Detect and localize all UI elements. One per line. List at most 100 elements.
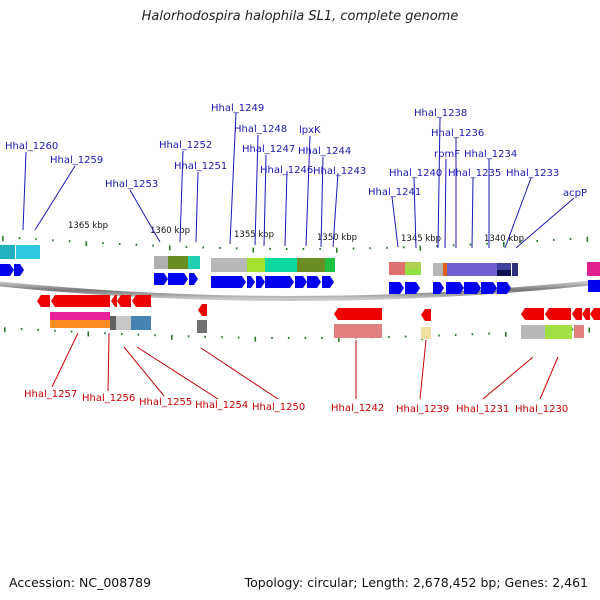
scale-tick bbox=[70, 330, 73, 333]
reverse-gene[interactable] bbox=[198, 304, 207, 316]
gene-label-hhal-1257[interactable]: Hhal_1257 bbox=[24, 389, 77, 400]
gene-label-hhal-1235[interactable]: Hhal_1235 bbox=[448, 168, 501, 179]
feature-band[interactable] bbox=[405, 269, 421, 275]
gene-label-hhal-1260[interactable]: Hhal_1260 bbox=[5, 141, 58, 152]
feature-band[interactable] bbox=[50, 320, 110, 328]
gene-label-hhal-1238[interactable]: Hhal_1238 bbox=[414, 108, 467, 119]
forward-gene[interactable] bbox=[389, 282, 404, 294]
gene-label-hhal-1250[interactable]: Hhal_1250 bbox=[252, 402, 305, 413]
feature-band[interactable] bbox=[197, 320, 207, 333]
forward-gene[interactable] bbox=[405, 282, 420, 294]
gene-label-hhal-1240[interactable]: Hhal_1240 bbox=[389, 168, 442, 179]
feature-band[interactable] bbox=[154, 256, 168, 269]
gene-label-hhal-1234[interactable]: Hhal_1234 bbox=[464, 149, 517, 160]
reverse-gene[interactable] bbox=[590, 308, 600, 320]
feature-band[interactable] bbox=[247, 258, 265, 272]
reverse-gene[interactable] bbox=[334, 308, 382, 320]
forward-gene[interactable] bbox=[154, 273, 168, 285]
gene-label-hhal-1252[interactable]: Hhal_1252 bbox=[159, 140, 212, 151]
feature-band[interactable] bbox=[433, 263, 443, 276]
forward-gene[interactable] bbox=[189, 273, 198, 285]
feature-band[interactable] bbox=[334, 324, 382, 338]
forward-gene[interactable] bbox=[256, 276, 265, 288]
feature-band[interactable] bbox=[389, 262, 405, 275]
feature-band[interactable] bbox=[497, 263, 511, 270]
gene-label-hhal-1256[interactable]: Hhal_1256 bbox=[82, 393, 135, 404]
feature-band[interactable] bbox=[521, 325, 545, 339]
forward-gene[interactable] bbox=[265, 276, 294, 288]
gene-label-hhal-1251[interactable]: Hhal_1251 bbox=[174, 161, 227, 172]
scale-tick bbox=[120, 332, 123, 335]
gene-label-hhal-1253[interactable]: Hhal_1253 bbox=[105, 179, 158, 190]
gene-label-hhal-1247[interactable]: Hhal_1247 bbox=[242, 144, 295, 155]
feature-band[interactable] bbox=[443, 263, 447, 276]
scale-tick bbox=[436, 245, 438, 248]
gene-label-hhal-1231[interactable]: Hhal_1231 bbox=[456, 404, 509, 415]
feature-band[interactable] bbox=[587, 262, 600, 276]
feature-band[interactable] bbox=[265, 258, 297, 272]
forward-gene[interactable] bbox=[14, 264, 24, 276]
feature-band[interactable] bbox=[421, 327, 431, 339]
reverse-gene[interactable] bbox=[521, 308, 544, 320]
feature-band[interactable] bbox=[297, 258, 325, 272]
scale-tick bbox=[52, 239, 54, 242]
feature-band[interactable] bbox=[447, 263, 497, 276]
forward-gene[interactable] bbox=[433, 282, 444, 294]
gene-label-hhal-1230[interactable]: Hhal_1230 bbox=[515, 404, 568, 415]
gene-label-hhal-1244[interactable]: Hhal_1244 bbox=[298, 146, 351, 157]
gene-label-hhal-1255[interactable]: Hhal_1255 bbox=[139, 397, 192, 408]
feature-band[interactable] bbox=[512, 263, 518, 276]
feature-band[interactable] bbox=[110, 316, 116, 330]
feature-band[interactable] bbox=[50, 312, 110, 320]
gene-label-hhal-1241[interactable]: Hhal_1241 bbox=[368, 187, 421, 198]
feature-band[interactable] bbox=[325, 258, 335, 272]
gene-label-hhal-1243[interactable]: Hhal_1243 bbox=[313, 166, 366, 177]
forward-gene[interactable] bbox=[481, 282, 497, 294]
scale-tick bbox=[18, 237, 21, 240]
feature-band[interactable] bbox=[16, 245, 40, 259]
reverse-gene[interactable] bbox=[545, 308, 571, 320]
feature-band[interactable] bbox=[0, 245, 15, 259]
forward-gene[interactable] bbox=[588, 280, 600, 292]
feature-band[interactable] bbox=[405, 262, 421, 269]
gene-label-hhal-1236[interactable]: Hhal_1236 bbox=[431, 128, 484, 139]
bottom-feature-bands bbox=[50, 312, 584, 339]
forward-gene[interactable] bbox=[168, 273, 188, 285]
forward-gene[interactable] bbox=[211, 276, 246, 288]
forward-gene[interactable] bbox=[0, 264, 14, 276]
feature-band[interactable] bbox=[116, 316, 131, 330]
feature-band[interactable] bbox=[188, 256, 200, 269]
gene-label-hhal-1242[interactable]: Hhal_1242 bbox=[331, 403, 384, 414]
reverse-gene[interactable] bbox=[582, 308, 590, 320]
gene-label-lpxk[interactable]: lpxK bbox=[299, 125, 321, 136]
forward-gene[interactable] bbox=[446, 282, 464, 294]
gene-label-acpp[interactable]: acpP bbox=[563, 188, 587, 199]
feature-band[interactable] bbox=[545, 325, 572, 339]
reverse-gene[interactable] bbox=[117, 295, 131, 307]
feature-band[interactable] bbox=[211, 258, 247, 272]
reverse-gene[interactable] bbox=[37, 295, 50, 307]
gene-label-hhal-1248[interactable]: Hhal_1248 bbox=[234, 124, 287, 135]
forward-gene[interactable] bbox=[295, 276, 307, 288]
forward-gene[interactable] bbox=[322, 276, 334, 288]
reverse-gene[interactable] bbox=[421, 309, 431, 321]
feature-band[interactable] bbox=[168, 256, 188, 269]
feature-band[interactable] bbox=[131, 316, 151, 330]
forward-gene[interactable] bbox=[464, 282, 481, 294]
reverse-gene[interactable] bbox=[51, 295, 110, 307]
gene-label-hhal-1259[interactable]: Hhal_1259 bbox=[50, 155, 103, 166]
gene-label-hhal-1246[interactable]: Hhal_1246 bbox=[260, 165, 313, 176]
reverse-gene[interactable] bbox=[132, 295, 151, 307]
gene-label-hhal-1233[interactable]: Hhal_1233 bbox=[506, 168, 559, 179]
forward-gene[interactable] bbox=[247, 276, 255, 288]
feature-band[interactable] bbox=[497, 270, 511, 276]
gene-label-rpmf[interactable]: rpmF bbox=[434, 149, 460, 160]
reverse-gene[interactable] bbox=[111, 295, 117, 307]
forward-gene[interactable] bbox=[497, 282, 511, 294]
forward-gene[interactable] bbox=[307, 276, 321, 288]
reverse-gene[interactable] bbox=[572, 308, 582, 320]
gene-label-hhal-1254[interactable]: Hhal_1254 bbox=[195, 400, 248, 411]
gene-label-hhal-1249[interactable]: Hhal_1249 bbox=[211, 103, 264, 114]
feature-band[interactable] bbox=[574, 325, 584, 338]
gene-label-hhal-1239[interactable]: Hhal_1239 bbox=[396, 404, 449, 415]
